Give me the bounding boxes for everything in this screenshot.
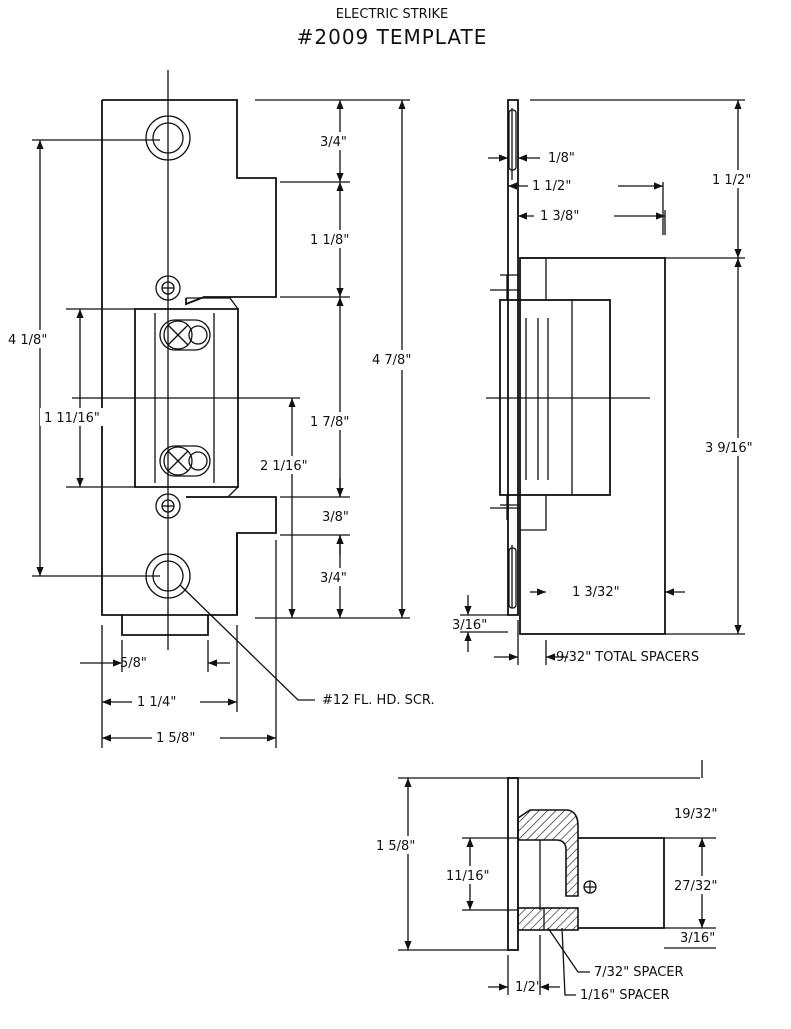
dim-to-notch: 1 1/8" — [310, 233, 349, 248]
dim-overall-height: 4 7/8" — [372, 353, 411, 368]
dim-width-overall: 1 5/8" — [156, 731, 195, 746]
dim-bottom-tab: 3/16" — [452, 618, 487, 633]
dim-opening-to-bottom: 2 1/16" — [260, 459, 308, 474]
section-spacer — [517, 907, 579, 931]
dim-depth-overall: 1 1/2" — [532, 179, 571, 194]
dim-body-height: 3 9/16" — [705, 441, 753, 456]
dim-spacers: 9/32" TOTAL SPACERS — [556, 650, 699, 665]
screw-callout: #12 FL. HD. SCR. — [322, 693, 435, 708]
dim-top-to-hole: 3/4" — [320, 135, 347, 150]
dim-mounting-holes: 4 1/8" — [8, 333, 47, 348]
dim-section-base: 3/16" — [680, 931, 715, 946]
dim-section-keeper: 27/32" — [674, 879, 717, 894]
dim-bottom-to-hole: 3/4" — [320, 571, 347, 586]
dim-section-opening: 11/16" — [446, 869, 489, 884]
section-faceplate — [507, 777, 519, 951]
dim-keeper-opening: 1 11/16" — [44, 411, 100, 426]
faceplate-outline — [101, 99, 277, 616]
lower-slotted-screw — [159, 445, 211, 477]
dim-section-height: 1 5/8" — [376, 839, 415, 854]
upper-slotted-screw — [159, 319, 211, 351]
front-view: 3/4" 1 1/8" 1 7/8" 3/8" 3/4" 4 7/8" 2 1/… — [4, 70, 438, 748]
dim-notch-span: 1 7/8" — [310, 415, 349, 430]
dim-depth-body: 1 3/8" — [540, 209, 579, 224]
side-view: 1/8" 1 1/2" 1 3/8" 1 1/2" 3 9/16" 1 3/32… — [452, 99, 780, 665]
dim-lip-offset: 5/8" — [120, 656, 147, 671]
dim-top-offset: 1 1/2" — [712, 173, 751, 188]
title-line-2: #2009 TEMPLATE — [297, 25, 488, 49]
side-faceplate — [507, 99, 519, 616]
label-spacer-b: 1/16" SPACER — [580, 988, 670, 1003]
section-view: 1 5/8" 11/16" 19/32" 27/32" 3/16" 1/2" 7… — [372, 760, 734, 1003]
label-spacer-a: 7/32" SPACER — [594, 965, 684, 980]
bottom-lip — [121, 615, 209, 636]
dim-body-depth: 1 3/32" — [572, 585, 620, 600]
dim-section-depth: 1/2" — [515, 980, 542, 995]
dim-width-inner: 1 1/4" — [137, 695, 176, 710]
dim-lower-step: 3/8" — [322, 510, 349, 525]
side-body — [519, 257, 666, 635]
section-hook — [517, 809, 579, 897]
title-line-1: ELECTRIC STRIKE — [336, 7, 449, 22]
dim-section-top-step: 19/32" — [674, 807, 717, 822]
dim-faceplate: 1/8" — [548, 151, 575, 166]
section-keeper — [578, 837, 665, 929]
